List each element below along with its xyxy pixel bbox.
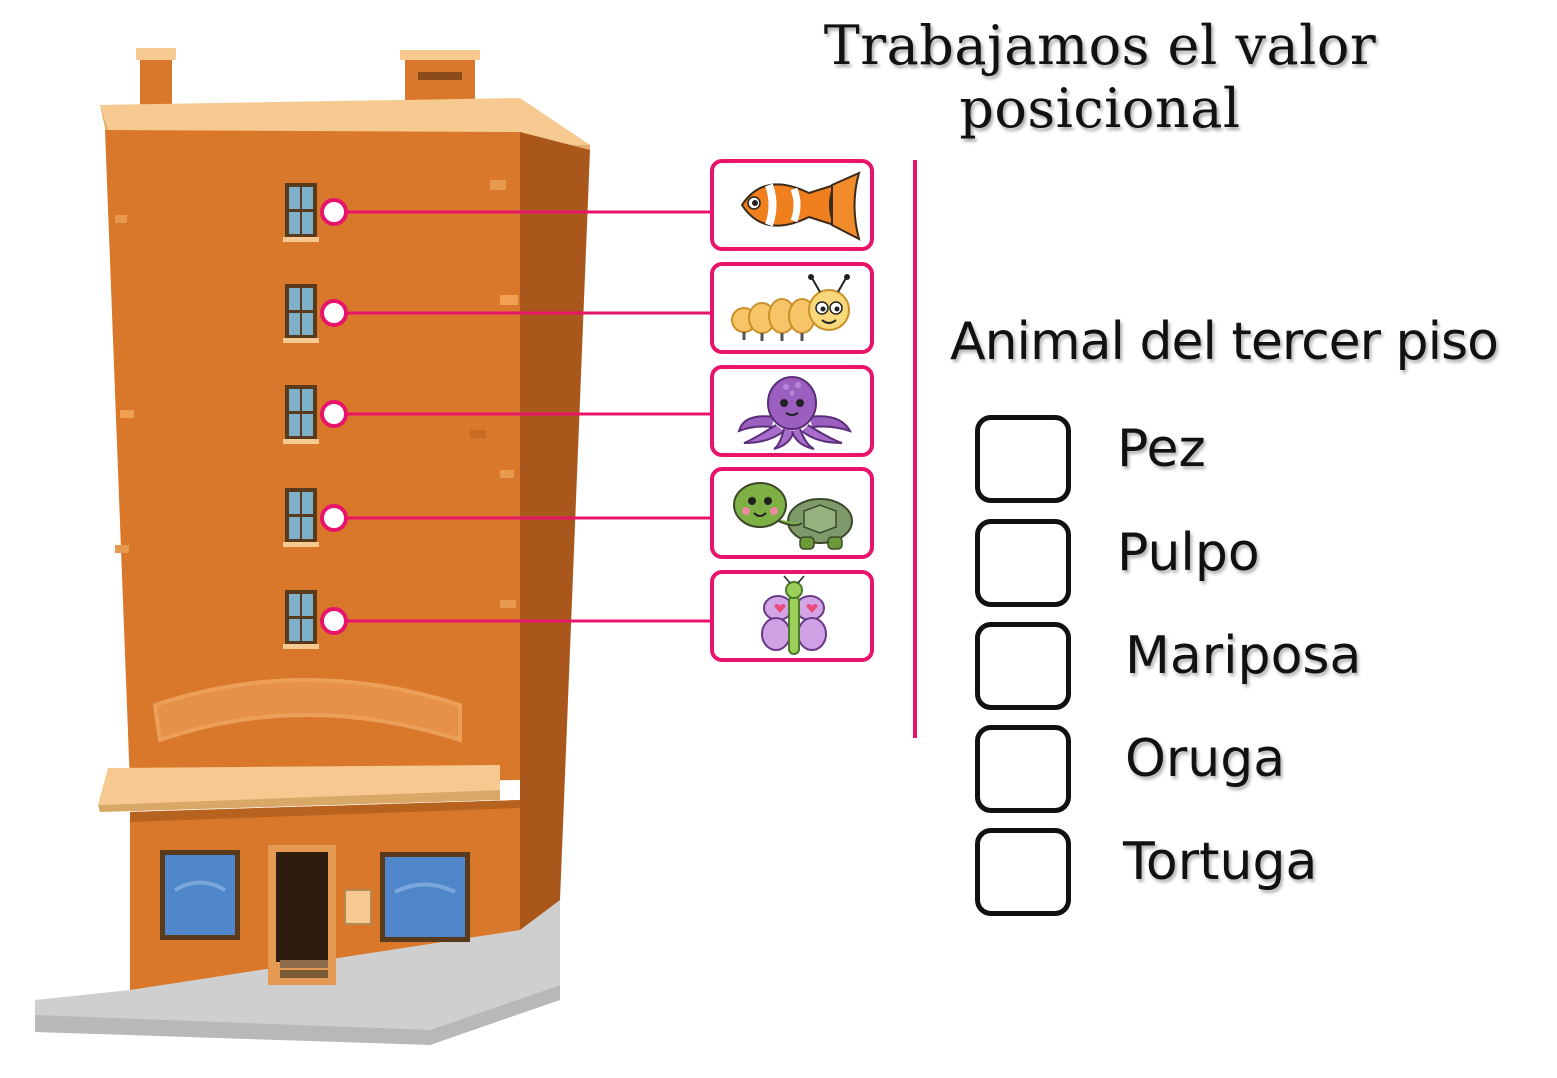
connector-dot <box>320 607 348 635</box>
fish-icon <box>740 171 861 241</box>
animal-card-floor-2 <box>710 467 874 559</box>
option-oruga: Oruga <box>975 725 1535 817</box>
connector-dot <box>320 299 348 327</box>
shop-window-right <box>385 857 465 937</box>
checkbox[interactable] <box>975 725 1071 813</box>
notice-sign <box>344 889 372 925</box>
building-side <box>520 132 590 930</box>
option-label: Mariposa <box>1125 626 1362 686</box>
animal-card-floor-5 <box>710 159 874 251</box>
animal-card-floor-4 <box>710 262 874 354</box>
banner <box>152 678 462 743</box>
option-label: Pez <box>1117 419 1206 479</box>
animal-card-floor-3 <box>710 365 874 457</box>
connector-dot <box>320 198 348 226</box>
divider-line <box>913 160 917 738</box>
caterpillar-icon <box>731 274 850 341</box>
checkbox[interactable] <box>975 415 1071 503</box>
octopus-icon <box>737 376 853 450</box>
checkbox[interactable] <box>975 828 1071 916</box>
checkbox[interactable] <box>975 519 1071 607</box>
turtle-icon <box>733 482 853 550</box>
windows <box>283 183 319 649</box>
option-label: Pulpo <box>1117 523 1260 583</box>
checkbox[interactable] <box>975 622 1071 710</box>
option-label: Tortuga <box>1123 832 1318 892</box>
door <box>276 852 328 962</box>
option-label: Oruga <box>1125 729 1286 789</box>
option-mariposa: Mariposa <box>975 622 1535 714</box>
animal-card-floor-1 <box>710 570 874 662</box>
awning <box>98 765 500 805</box>
connector-dot <box>320 504 348 532</box>
question-text: Animal del tercer piso <box>950 312 1499 372</box>
option-pulpo: Pulpo <box>975 519 1535 611</box>
option-tortuga: Tortuga <box>975 828 1535 920</box>
page-title: Trabajamos el valor posicional <box>823 14 1377 140</box>
connector-dot <box>320 400 348 428</box>
option-pez: Pez <box>975 415 1535 507</box>
shop-window-left <box>165 855 235 935</box>
butterfly-icon <box>761 575 827 655</box>
